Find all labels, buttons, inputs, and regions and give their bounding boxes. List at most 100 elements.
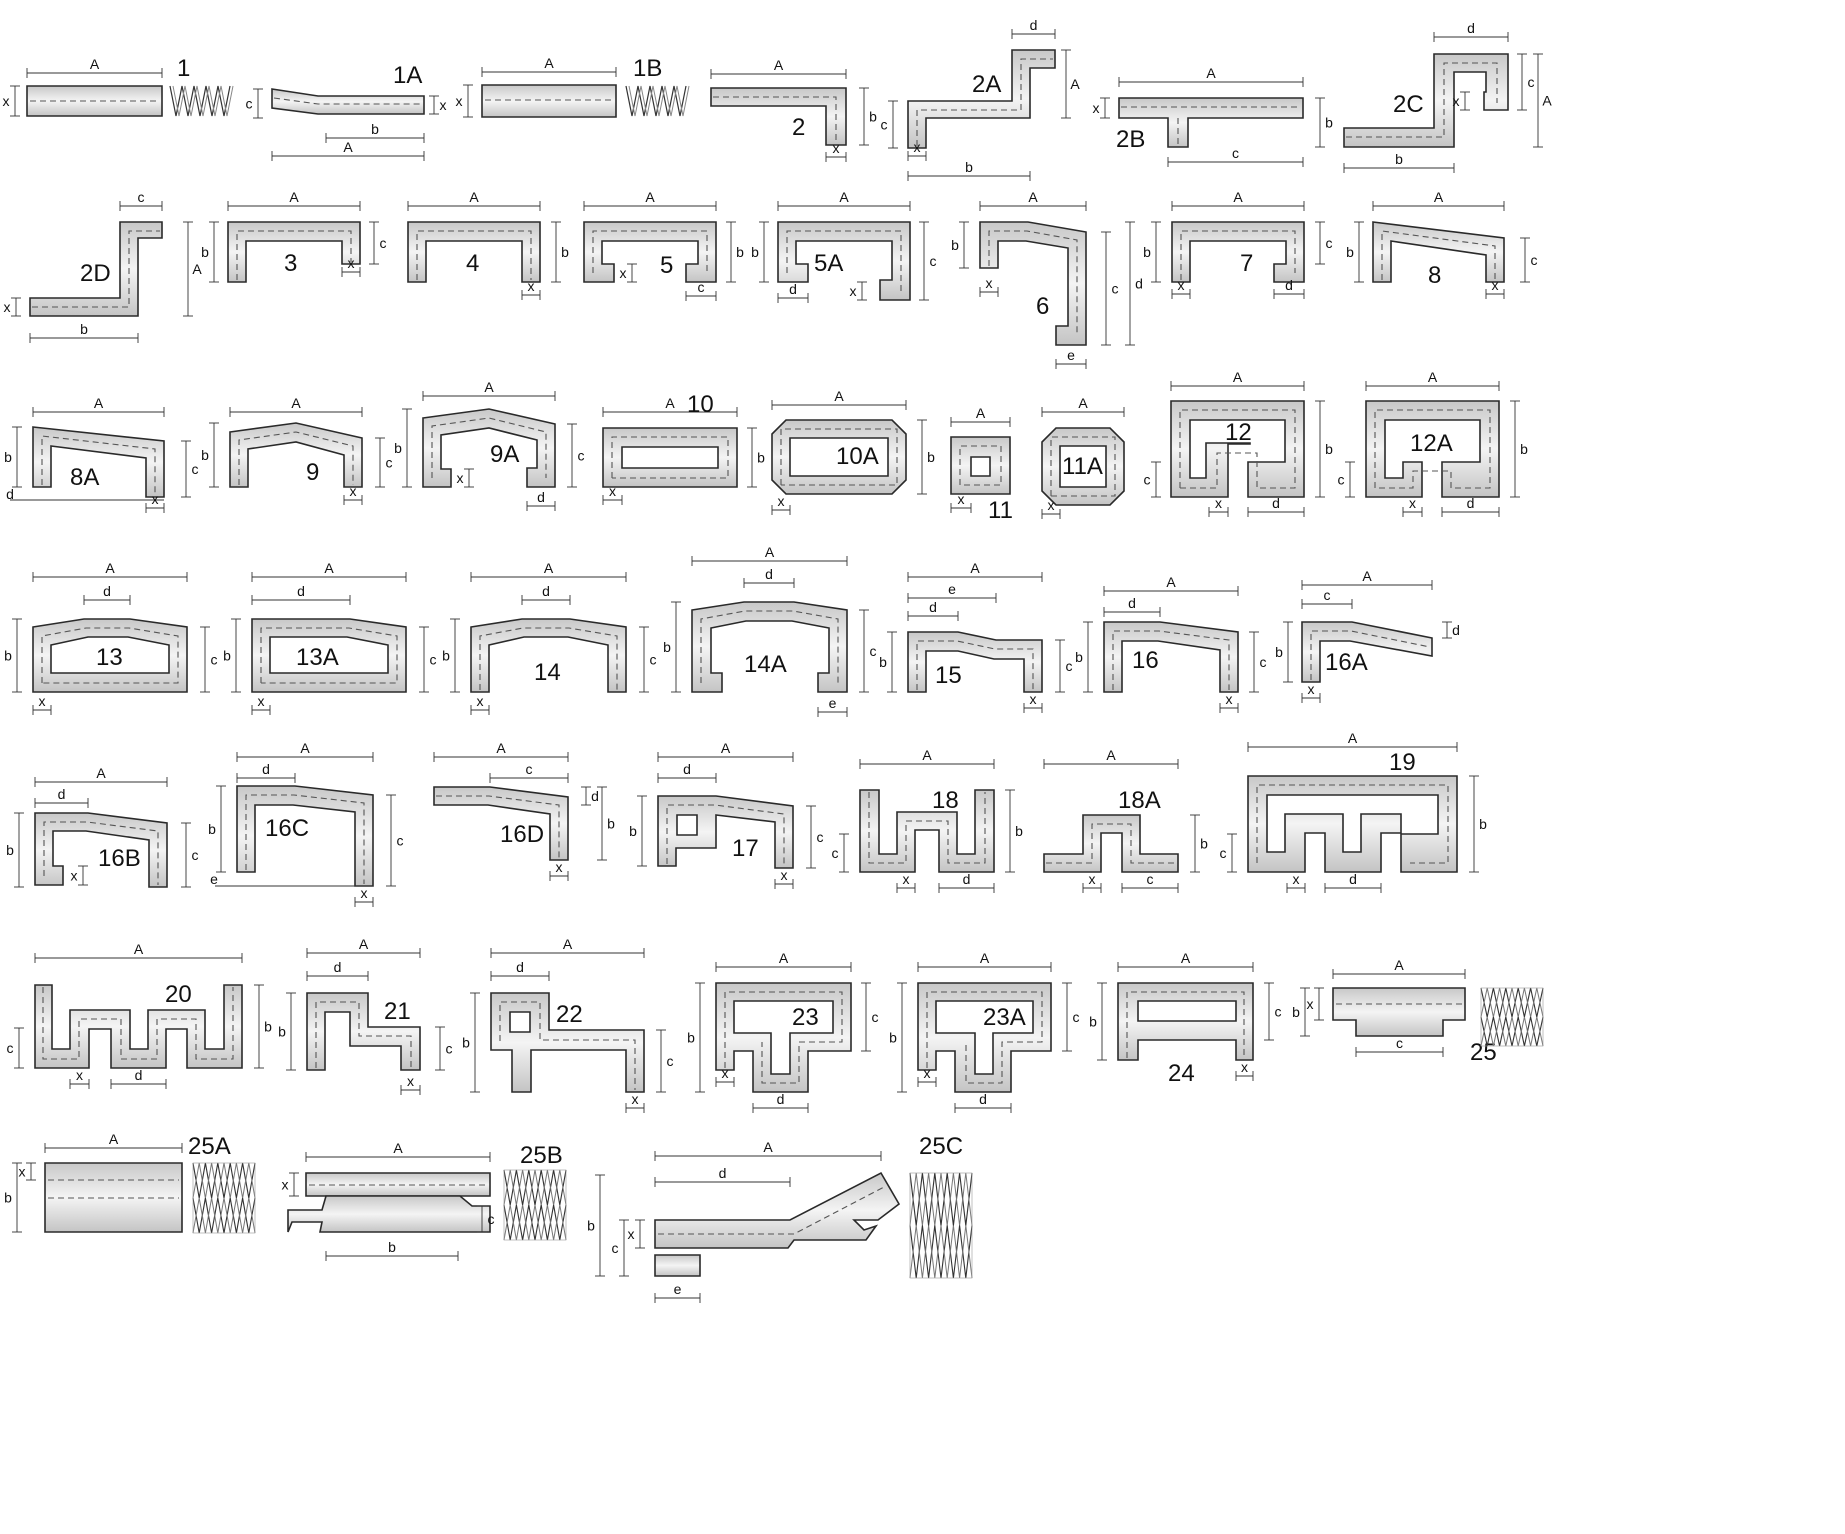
profile-16C-dim-label: b [208, 821, 216, 837]
profile-22-number: 22 [556, 1001, 583, 1028]
profile-3-number: 3 [284, 250, 297, 277]
profile-19-dim-label: b [1479, 816, 1487, 832]
profile-25B-base-shape [287, 1195, 491, 1233]
profile-5A-number: 5A [814, 250, 843, 277]
profile-13-dim-label: x [39, 693, 46, 709]
profile-10A-shape [771, 419, 907, 495]
profile-14-number: 14 [534, 659, 561, 686]
profile-8-dim-label: x [1492, 277, 1499, 293]
profile-2B-dim-label: c [1232, 145, 1239, 161]
profile-9A-dim-label: x [457, 470, 464, 486]
profile-3-dim-label: x [348, 255, 355, 271]
profile-1A-dim-label: c [246, 96, 253, 112]
profile-22-dim-label: b [462, 1035, 470, 1051]
profile-25C-bellows-icon [909, 1172, 973, 1279]
profile-11-dash-line [959, 445, 1002, 486]
profile-24-number: 24 [1168, 1060, 1195, 1087]
profile-16D-dim-label: d [591, 788, 599, 804]
profile-16A-shape [1301, 621, 1433, 683]
profile-11A-dim-label: x [1048, 497, 1055, 513]
profile-20-dash-line [42, 987, 234, 1060]
profile-13-shape [32, 618, 188, 693]
profile-16D-dim-label: b [607, 816, 615, 832]
profile-2-number: 2 [792, 114, 805, 141]
profile-1-bellows-icon [169, 85, 234, 117]
profile-20-dim-label: c [7, 1040, 14, 1056]
profile-18-dim-label: c [832, 845, 839, 861]
profile-25A-dim-label: b [4, 1190, 12, 1206]
profile-14-dim-label: x [477, 693, 484, 709]
profile-10-number: 10 [687, 391, 714, 418]
profile-7-dash-line [1180, 230, 1296, 280]
profile-13-dim-label: d [103, 583, 111, 599]
profile-16-dim-label: x [1226, 691, 1233, 707]
profile-8A-dim-label: A [94, 395, 104, 411]
profile-8A-number: 8A [70, 464, 99, 491]
profile-17-dim-label: x [781, 867, 788, 883]
profile-2-dim-label: A [774, 57, 784, 73]
profile-4-dim-label: A [469, 189, 479, 205]
profile-10A-dim-label: x [778, 493, 785, 509]
profile-16A-dim-label: c [1324, 587, 1331, 603]
profile-12-dim-label: x [1215, 495, 1222, 511]
profile-8-dim-label: A [1434, 189, 1444, 205]
profile-16A-number: 16A [1325, 649, 1368, 676]
profile-14A-number: 14A [744, 651, 787, 678]
profile-23A-shape [917, 982, 1052, 1093]
profile-16D-dash-line [436, 795, 560, 858]
profile-18A-dim-label: x [1089, 871, 1096, 887]
profile-17-dim-label: b [629, 823, 637, 839]
profile-1A-dash-line [273, 97, 422, 105]
profile-2B-dim-label: A [1206, 65, 1216, 81]
profile-21-dim-label: c [446, 1041, 453, 1057]
profile-22-dim-label: x [632, 1091, 639, 1107]
profile-24-dim-label: A [1181, 950, 1191, 966]
profile-25C-dim-label: x [628, 1226, 635, 1242]
profile-25C-dim-label: d [719, 1165, 727, 1181]
profile-16-dim-label: c [1260, 654, 1267, 670]
profile-1B-dim-label: x [456, 93, 463, 109]
profile-25-dim-label: A [1394, 957, 1404, 973]
profile-11A-number: 11A [1062, 453, 1103, 480]
profile-17-dim-label: c [817, 829, 824, 845]
profile-13-dim-label: A [105, 560, 115, 576]
profile-16D-dim-label: A [496, 740, 506, 756]
profile-9A-number: 9A [490, 441, 519, 468]
profile-25C-dim-label: c [612, 1240, 619, 1256]
profile-25C-shape [654, 1171, 901, 1249]
profile-2B-dim-label: x [1093, 100, 1100, 116]
profile-16C-dim-label: A [300, 740, 310, 756]
profile-9A-dim-label: c [578, 448, 585, 464]
profile-25A-bellows-icon [192, 1162, 256, 1234]
profile-19-shape [1247, 775, 1458, 873]
profile-13A-dim-label: x [258, 693, 265, 709]
profile-23A-dim-label: b [889, 1030, 897, 1046]
profile-16-dim-label: A [1166, 574, 1176, 590]
profile-2A-dim-label: x [914, 139, 921, 155]
profile-18A-shape [1043, 814, 1179, 873]
profile-7-dim-label: A [1233, 189, 1243, 205]
profile-12A-dim-label: A [1428, 369, 1438, 385]
profile-6-dim-label: d [1135, 276, 1143, 292]
profile-23-dash-line [724, 991, 843, 1084]
profile-6-shape [979, 221, 1087, 346]
profile-18A-dim-label: b [1200, 836, 1208, 852]
profile-18-dim-label: d [963, 871, 971, 887]
profile-21-dim-label: d [334, 959, 342, 975]
profile-3-shape [227, 221, 361, 283]
profile-16C-dim-label: e [210, 871, 218, 887]
profile-5-dim-label: A [645, 189, 655, 205]
profile-5-number: 5 [660, 252, 673, 279]
profile-1B-number: 1B [633, 55, 662, 82]
profile-5A-dim-label: b [751, 244, 759, 260]
profile-12A-number: 12A [1410, 430, 1453, 457]
profile-18A-dim-label: A [1106, 747, 1116, 763]
profile-25A-number: 25A [188, 1133, 231, 1160]
profile-14-shape [470, 618, 627, 693]
profile-24-shape [1117, 982, 1254, 1061]
profile-16A-dim-label: x [1308, 681, 1315, 697]
profile-4-dash-line [416, 230, 532, 280]
profile-2C-dim-label: A [1542, 93, 1552, 109]
profile-6-dim-label: x [986, 275, 993, 291]
profile-17-dim-label: d [683, 761, 691, 777]
